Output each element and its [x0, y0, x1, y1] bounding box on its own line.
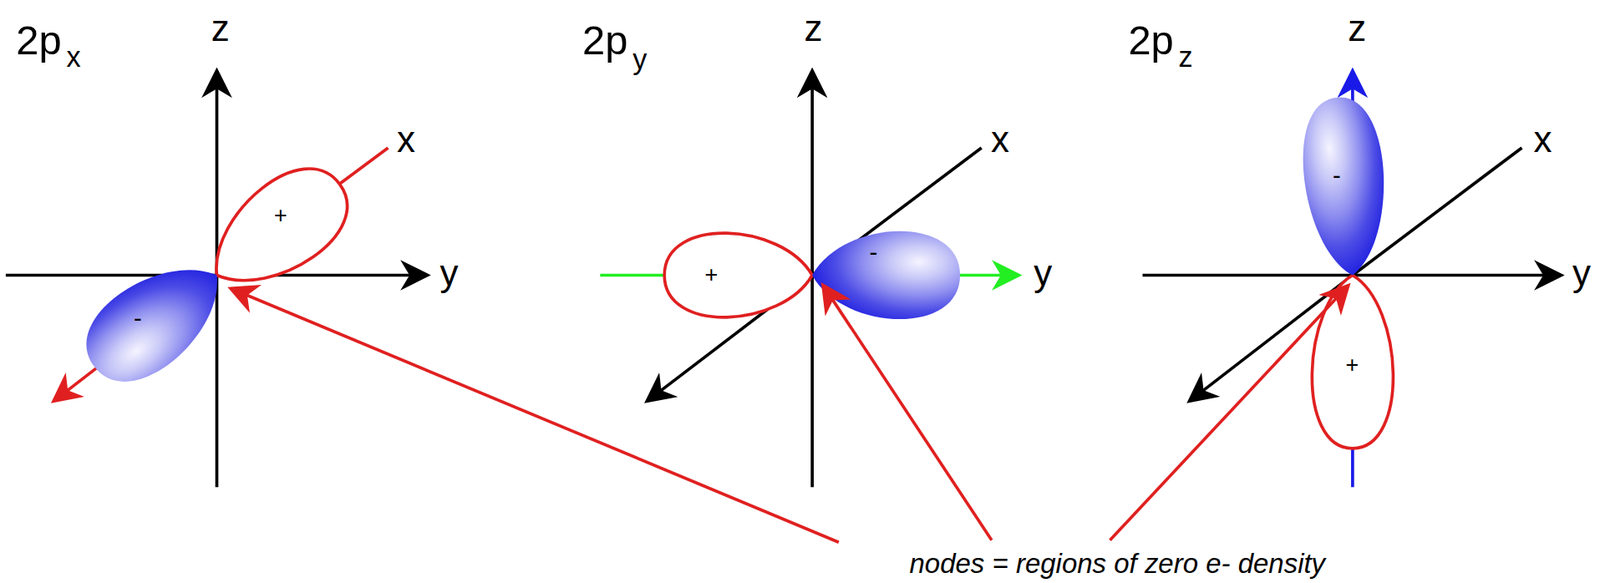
node-caption: nodes = regions of zero e- density	[909, 550, 1326, 579]
axis-label: y	[1572, 254, 1591, 292]
axis-label: y	[439, 254, 458, 292]
panel-px	[5, 73, 426, 488]
panel-title: 2p	[582, 20, 628, 61]
phase-sign: -	[869, 239, 879, 265]
panel-subscript: z	[1178, 42, 1194, 72]
axis-label: z	[211, 10, 230, 47]
phase-sign: +	[1345, 354, 1359, 377]
axis-label: z	[803, 10, 823, 47]
phase-sign: +	[704, 264, 718, 287]
panel-title: 2p	[1127, 20, 1174, 61]
panel-subscript: x	[66, 42, 81, 72]
panel-subscript: y	[632, 45, 647, 74]
panel-title: 2p	[15, 20, 61, 61]
phase-sign: -	[133, 305, 143, 331]
phase-sign: -	[1332, 162, 1341, 188]
axis-label: x	[396, 121, 416, 158]
axis-label: x	[990, 121, 1010, 158]
axis-label: y	[1033, 254, 1052, 292]
node-pointers	[233, 287, 1347, 543]
phase-sign: +	[274, 204, 288, 228]
axis-label: z	[1347, 10, 1367, 47]
panel-py	[599, 73, 1016, 488]
axis-label: x	[1533, 121, 1553, 158]
panel-pz	[1142, 73, 1560, 488]
